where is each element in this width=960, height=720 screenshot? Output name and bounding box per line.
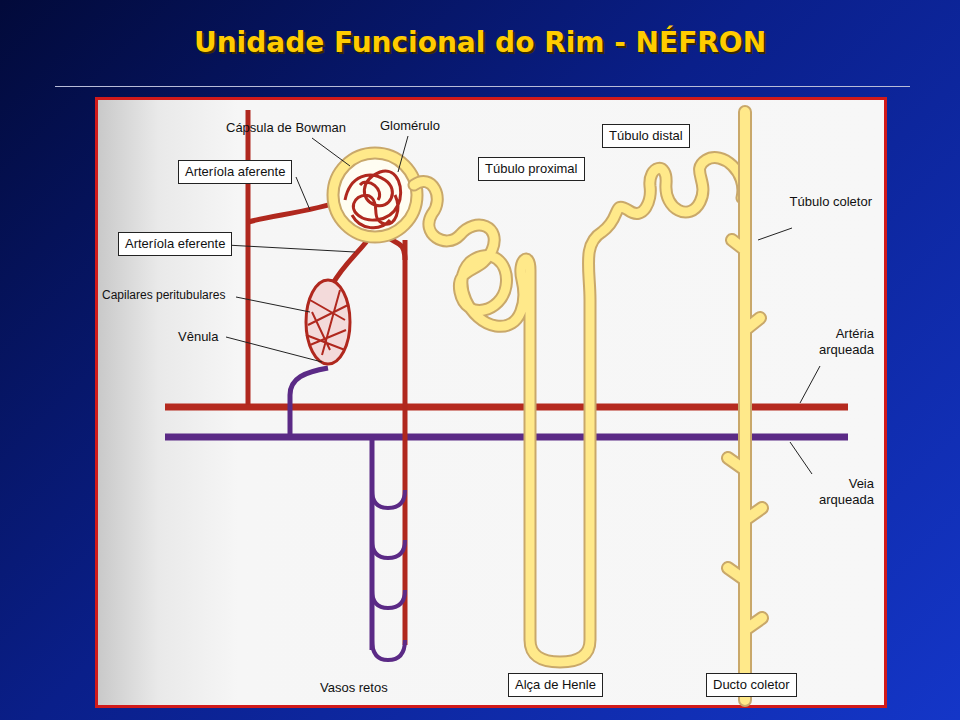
box-text: Arteríola eferente — [125, 236, 225, 251]
part-label: Túbulo coletor — [780, 194, 872, 210]
part-label: Glomérulo — [380, 118, 440, 134]
part-label: Vênula — [178, 329, 218, 345]
label-box: Túbulo proximal — [478, 157, 585, 181]
box-text: Arteríola aferente — [185, 164, 285, 179]
part-label: Vasos retos — [320, 680, 388, 696]
part-label: Cápsula de Bowman — [226, 120, 346, 136]
title-rule — [55, 86, 910, 87]
box-text: Túbulo distal — [609, 128, 683, 143]
label-box: Túbulo distal — [602, 124, 690, 148]
label-box: Arteríola aferente — [178, 160, 292, 184]
label-box: Arteríola eferente — [118, 232, 232, 256]
part-label: Capilares peritubulares — [102, 288, 225, 302]
part-label: Artéria arqueada — [790, 326, 874, 357]
box-text: Ducto coletor — [713, 677, 790, 692]
box-text: Túbulo proximal — [485, 161, 578, 176]
label-box: Ducto coletor — [706, 673, 797, 697]
label-box: Alça de Henle — [508, 673, 603, 697]
part-label: Veia arqueada — [792, 476, 874, 507]
slide-title: Unidade Funcional do Rim - NÉFRON — [0, 26, 960, 59]
box-text: Alça de Henle — [515, 677, 596, 692]
